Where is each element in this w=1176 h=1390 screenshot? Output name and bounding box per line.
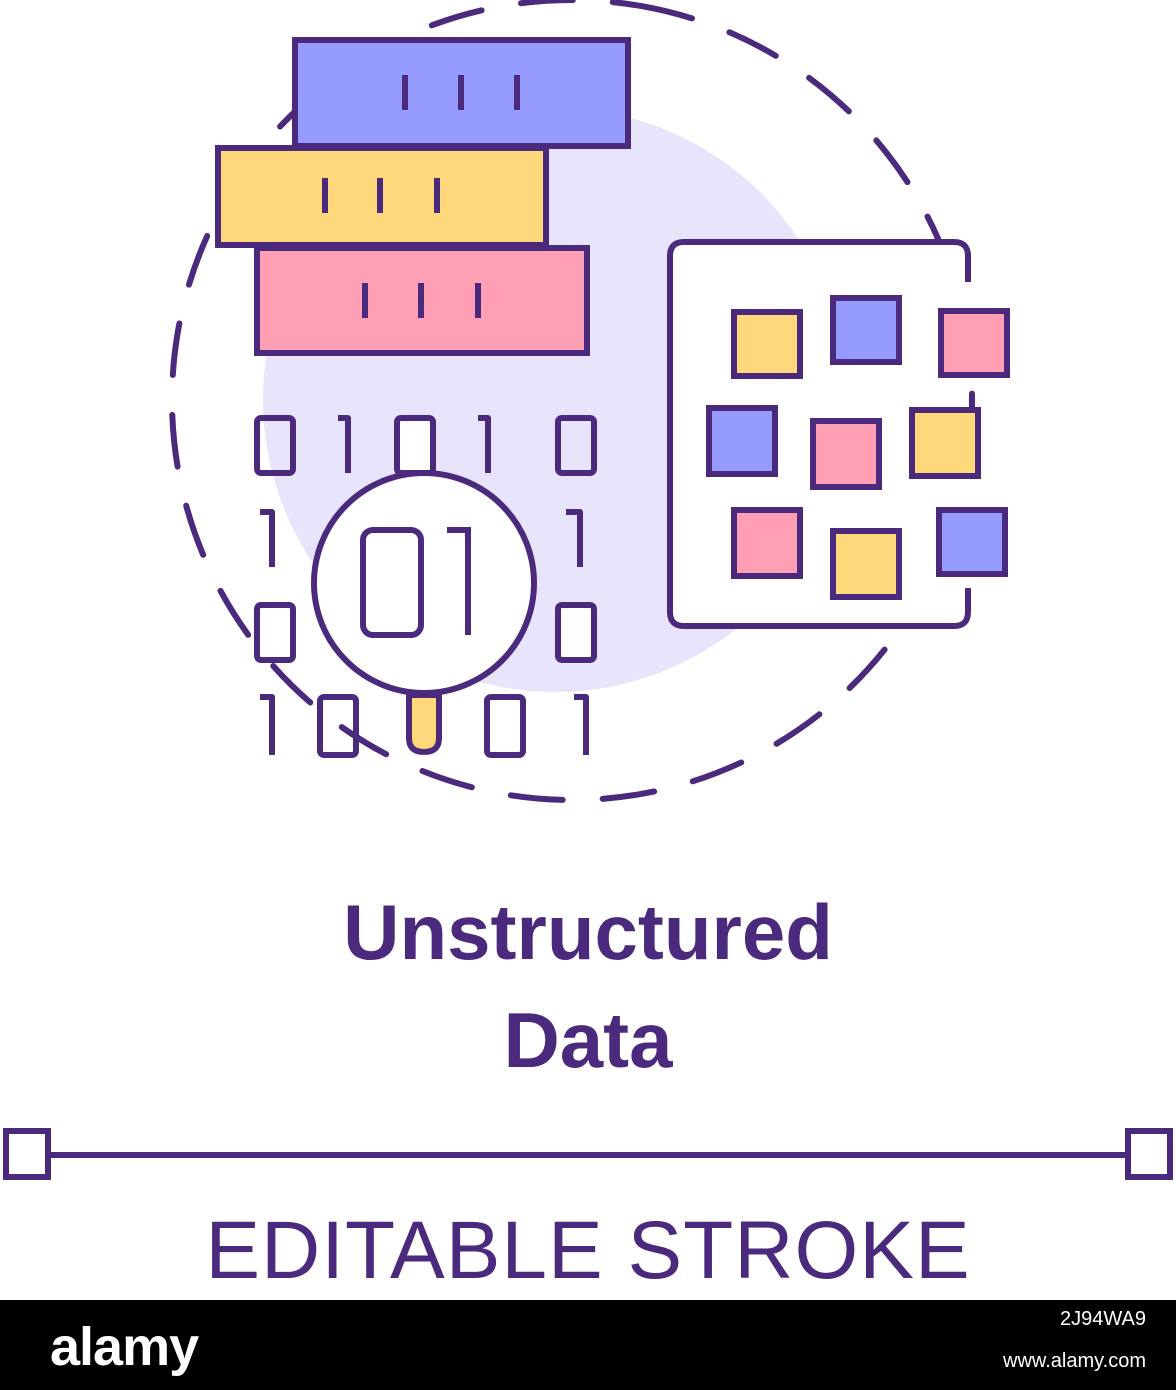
magnifier-icon — [311, 470, 537, 756]
stroke-handle-left — [3, 1128, 51, 1180]
digit-zero — [555, 415, 597, 476]
digit-one — [566, 509, 583, 567]
db-bar-pink — [254, 245, 590, 356]
editable-stroke-label: EDITABLE STROKE — [205, 1205, 971, 1296]
tile-pink — [731, 507, 803, 579]
tile-blue — [936, 507, 1008, 577]
watermark-logo: alamy — [50, 1317, 199, 1377]
title-line-1: Unstructured — [343, 888, 833, 976]
tile-yellow — [830, 528, 902, 600]
digit-zero — [254, 415, 296, 476]
stroke-handle-right — [1125, 1128, 1173, 1180]
editable-stroke-line — [3, 1128, 1173, 1180]
database-stack-icon — [215, 37, 631, 356]
watermark-url: www.alamy.com — [1003, 1350, 1146, 1372]
digit-one — [338, 415, 351, 473]
digit-zero — [394, 415, 436, 476]
unstructured-data-icon — [3, 0, 1173, 1180]
digit-one — [260, 694, 275, 755]
digit-one — [478, 415, 491, 473]
title-line-2: Data — [503, 996, 673, 1084]
unstructured-tiles-panel — [667, 239, 1010, 629]
digit-one — [574, 694, 589, 755]
tile-blue — [706, 405, 778, 477]
tile-pink — [810, 418, 882, 490]
watermark-bar: alamy 2J94WA9 www.alamy.com — [0, 1300, 1176, 1390]
digit-zero — [317, 694, 359, 758]
magnifier-digit-zero — [360, 527, 424, 638]
digit-zero — [555, 602, 597, 663]
dashed-outline-circle — [169, 0, 975, 803]
binary-digits — [254, 415, 597, 758]
digit-one — [260, 509, 275, 567]
magnifier-digit-one — [447, 527, 471, 635]
tile-yellow — [909, 407, 981, 479]
digit-zero — [484, 694, 526, 758]
magnifier-handle — [406, 692, 442, 756]
tile-pink — [938, 308, 1010, 378]
watermark-image-id: 2J94WA9 — [1060, 1308, 1146, 1330]
tile-yellow — [731, 309, 803, 379]
digit-zero — [254, 602, 296, 663]
tile-blue — [830, 295, 902, 365]
